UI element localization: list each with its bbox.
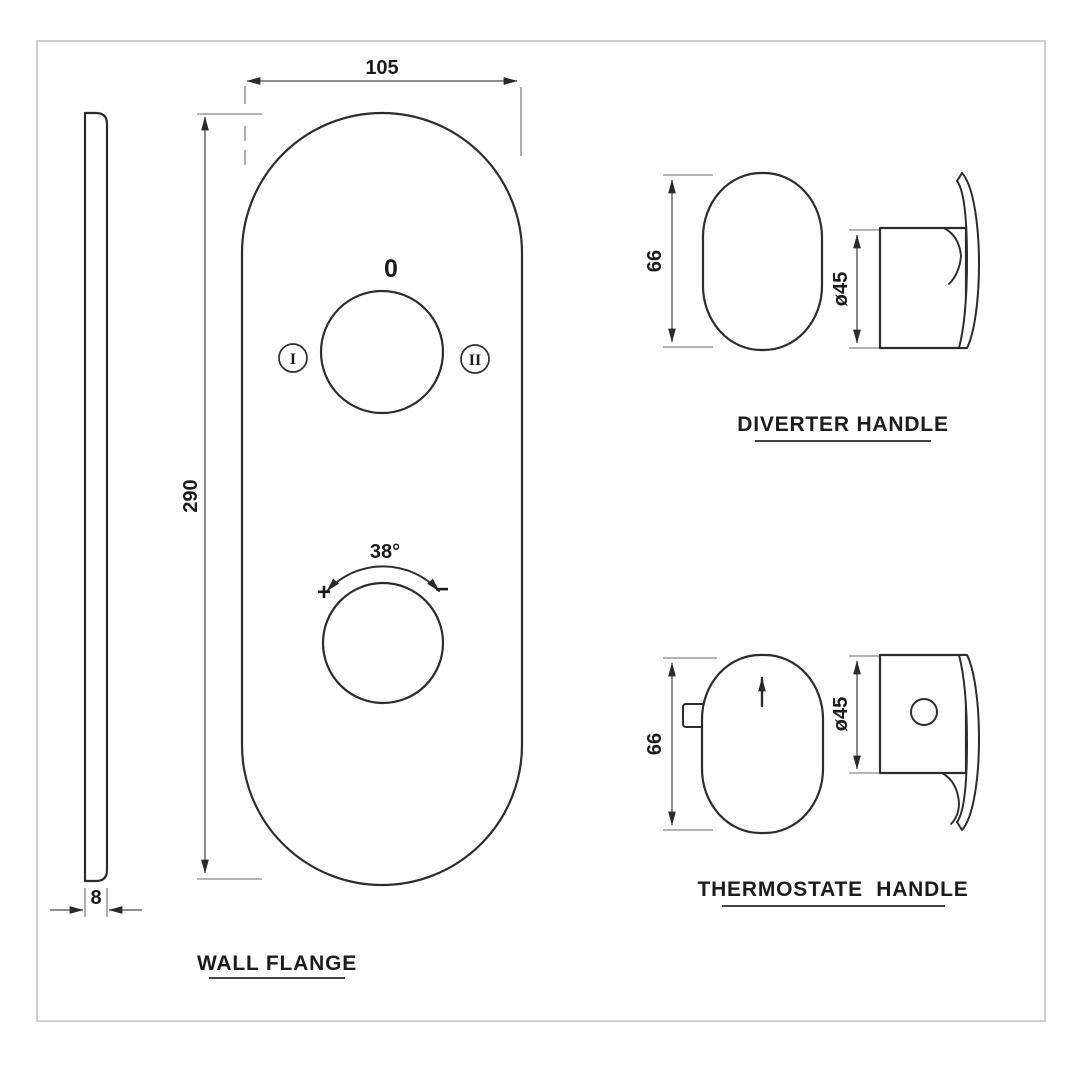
height-dim-text: 290 <box>180 479 202 512</box>
thermostate-front-view <box>700 653 825 835</box>
diverter-front-view <box>701 171 824 352</box>
thermo-knob-cutout: 38° + − <box>317 541 449 705</box>
thermostate-blade-profile <box>956 654 980 831</box>
angle-dim-text: 38° <box>370 541 400 563</box>
zero-mark-text: 0 <box>384 255 398 283</box>
thermostate-dimension-66: 66 <box>644 657 717 831</box>
drawing-border-frame <box>36 40 1046 1022</box>
diverter-dimension-dia45: ø45 <box>830 229 879 349</box>
position-two-text: II <box>469 352 481 369</box>
thermostate-handle-views: 66 ø45 THERMOSTATE HANDLE <box>644 653 980 907</box>
minus-mark-text: − <box>435 576 449 603</box>
svg-text:WALL FLANGE: WALL FLANGE <box>197 952 357 975</box>
position-two-badge <box>460 344 490 374</box>
thermostate-handle-label: THERMOSTATE HANDLE <box>697 878 968 907</box>
diverter-side-view <box>878 172 980 350</box>
thermostate-side-view <box>878 653 980 831</box>
diverter-handle-views: 66 ø45 DIVERTER HANDLE <box>644 171 980 442</box>
diverter-blade-root-curve <box>943 227 962 285</box>
svg-text:66: 66 <box>644 250 666 272</box>
thermostate-side-hole <box>910 698 938 726</box>
svg-text:66: 66 <box>644 733 666 755</box>
svg-text:THERMOSTATE HANDLE: THERMOSTATE HANDLE <box>697 878 968 901</box>
diverter-knob-cutout: 0 I II <box>278 255 490 415</box>
dimension-thickness-8: 8 <box>50 887 142 917</box>
rotation-arc-arrow <box>326 565 440 592</box>
thermostate-blade-root-curve <box>941 772 960 825</box>
width-dim-text: 105 <box>365 57 398 79</box>
plus-mark-text: + <box>317 579 331 606</box>
diverter-blade-profile <box>956 172 980 349</box>
position-one-text: I <box>290 351 296 368</box>
wall-flange-label: WALL FLANGE <box>197 952 357 979</box>
diverter-dimension-66: 66 <box>644 174 713 348</box>
svg-text:ø45: ø45 <box>830 697 852 731</box>
position-one-badge <box>278 343 308 373</box>
svg-text:DIVERTER HANDLE: DIVERTER HANDLE <box>737 413 949 436</box>
dimension-height-290: 290 <box>180 86 262 880</box>
wall-flange-side-view <box>83 111 109 883</box>
thickness-dim-text: 8 <box>90 887 101 909</box>
wall-flange-front-view: 0 I II 38° + − <box>240 111 524 887</box>
dimension-width-105: 105 <box>246 57 522 156</box>
svg-text:ø45: ø45 <box>830 272 852 306</box>
diverter-handle-label: DIVERTER HANDLE <box>737 413 949 442</box>
thermostate-dimension-dia45: ø45 <box>830 655 879 774</box>
